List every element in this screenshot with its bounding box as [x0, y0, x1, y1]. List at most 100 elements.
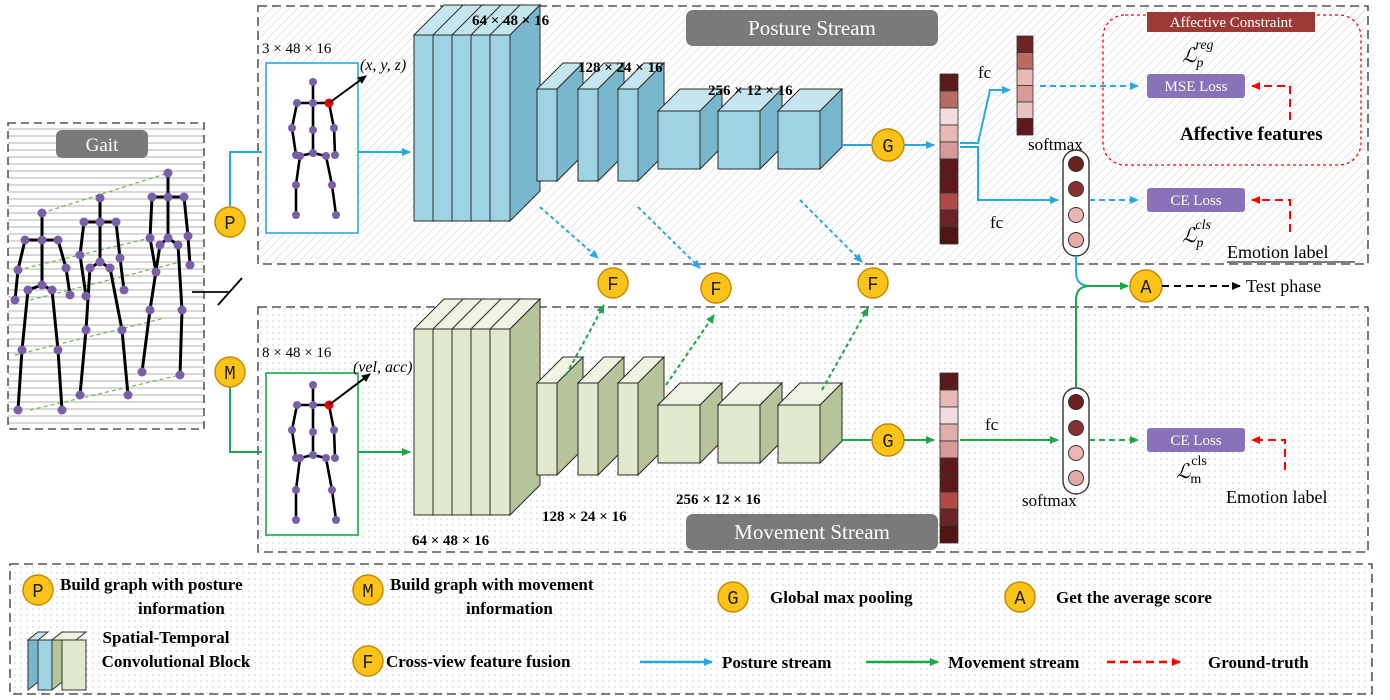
- posture-vector-cell-5: [939, 141, 959, 160]
- legend-block-icon: [26, 630, 88, 692]
- movement-vector-cell-7: [939, 474, 959, 493]
- posture-regression-vector: [1016, 35, 1034, 136]
- posture-block-dims-256: 256 × 12 × 16: [708, 83, 793, 99]
- posture-fc-top-label: fc: [978, 63, 992, 82]
- posture-fc-bottom-arrow: [960, 146, 1059, 204]
- legend-g-desc: Global max pooling: [770, 588, 913, 607]
- affective-constraint-box: [1102, 14, 1362, 166]
- movement-fc-label: fc: [985, 415, 999, 434]
- posture-ce-loss-box: [1147, 188, 1245, 212]
- legend-p-line2: information: [138, 599, 225, 618]
- posture-stream-title-pill: [686, 10, 938, 46]
- legend-m-line2: information: [466, 599, 553, 618]
- fusion-circle-2-label: F: [710, 279, 721, 301]
- legend-block-line1: Spatial-Temporal: [103, 628, 230, 647]
- legend-m-circle-label: M: [362, 581, 373, 603]
- fusion-circle-3-label: F: [867, 274, 878, 296]
- mse-loss-box: [1147, 74, 1245, 98]
- posture-vector-cell-4: [939, 124, 959, 143]
- movement-ce-loss-box: [1147, 428, 1245, 452]
- legend-f-desc: Cross-view feature fusion: [386, 652, 571, 671]
- posture-fc-bottom-label: fc: [990, 213, 1004, 232]
- movement-block-256-cube-2: [716, 381, 784, 465]
- movement-input-dims: 8 × 48 × 16: [262, 345, 332, 361]
- movement-block-64-slab-5: [488, 297, 542, 517]
- posture-vector-cell-2: [939, 90, 959, 109]
- movement-pool-circle-label: G: [882, 431, 893, 453]
- movement-block-256-cube-3: [776, 381, 844, 465]
- reg-loss-symbol: ℒpreg: [1182, 38, 1214, 71]
- movement-vector-cell-10: [939, 525, 959, 544]
- legend-block-line2: Convolutional Block: [102, 652, 251, 671]
- legend-m-circle: [352, 574, 384, 606]
- affective-features-label: Affective features: [1180, 124, 1323, 145]
- posture-block-128-slab-1: [535, 61, 585, 183]
- gait-panel: [7, 122, 205, 430]
- fusion-circle-1-label: F: [607, 274, 618, 296]
- movement-block-128-slab-1: [535, 355, 585, 477]
- movement-branch-line: [229, 372, 262, 453]
- legend-f-circle: [352, 645, 384, 677]
- movement-softmax-label: softmax: [1022, 491, 1077, 510]
- posture-reg-vector-cell-5: [1016, 101, 1034, 119]
- legend-a-circle-label: A: [1014, 588, 1026, 610]
- mse-loss-label: MSE Loss: [1165, 79, 1228, 95]
- posture-vector-cell-7: [939, 175, 959, 194]
- legend-a-desc: Get the average score: [1056, 588, 1212, 607]
- legend-movement-label: Movement stream: [948, 653, 1079, 672]
- legend-gt-label: Ground-truth: [1208, 653, 1309, 672]
- legend-g-circle: [717, 581, 749, 613]
- fusion-arrows: [539, 199, 869, 391]
- posture-vector-cell-3: [939, 107, 959, 126]
- movement-vector-cell-6: [939, 457, 959, 476]
- posture-block-64-slab-5: [488, 3, 542, 223]
- legend-p-circle-label: P: [32, 581, 43, 603]
- movement-vector-cell-4: [939, 423, 959, 442]
- posture-stream-title: Posture Stream: [748, 16, 876, 40]
- posture-branch-line: [229, 151, 262, 222]
- posture-softmax-label: softmax: [1028, 135, 1083, 154]
- average-circle-label: A: [1140, 277, 1152, 299]
- movement-block-stack: [412, 297, 844, 517]
- fusion-circle-1: [597, 267, 629, 299]
- movement-vector-cell-8: [939, 491, 959, 510]
- posture-reg-vector-cell-3: [1016, 68, 1034, 86]
- affective-features-arrow: [1251, 82, 1291, 120]
- movement-vector-cell-9: [939, 508, 959, 527]
- movement-feature-vector: [939, 372, 959, 544]
- gait-title-pill: [56, 130, 148, 158]
- posture-skeleton: [288, 75, 367, 219]
- posture-input-dims: 3 × 48 × 16: [262, 41, 332, 57]
- movement-stream-title-pill: [686, 514, 938, 550]
- legend-panel: [9, 563, 1373, 695]
- movement-block-dims-128: 128 × 24 × 16: [542, 509, 627, 525]
- posture-vector-cell-9: [939, 209, 959, 228]
- movement-emotion-label: Emotion label: [1226, 487, 1327, 507]
- movement-block-dims-64: 64 × 48 × 16: [412, 533, 490, 549]
- fusion-circle-2: [700, 272, 732, 304]
- affective-constraint-title-bg: [1147, 12, 1315, 32]
- posture-block-256-cube-1: [656, 87, 724, 171]
- posture-block-256-cube-3: [776, 87, 844, 171]
- movement-vector-cell-5: [939, 440, 959, 459]
- movement-cls-loss-symbol: ℒmcls: [1176, 454, 1207, 487]
- movement-vector-cell-1: [939, 372, 959, 391]
- legend-p-line1: Build graph with posture: [60, 575, 243, 594]
- movement-graph-circle-label: M: [224, 363, 235, 385]
- posture-fc-top-arrow: [960, 86, 1011, 144]
- affective-constraint-title: Affective Constraint: [1170, 15, 1293, 31]
- posture-vector-cell-1: [939, 73, 959, 92]
- posture-reg-vector-cell-6: [1016, 118, 1034, 136]
- posture-feature-vector: [939, 73, 959, 245]
- posture-cls-loss-symbol: ℒpcls: [1182, 218, 1212, 251]
- posture-block-stack: [412, 3, 844, 223]
- legend-a-circle: [1004, 581, 1036, 613]
- posture-block-256-cube-2: [716, 87, 784, 171]
- posture-vector-cell-8: [939, 192, 959, 211]
- posture-vector-cell-10: [939, 226, 959, 245]
- posture-reg-vector-cell-1: [1016, 35, 1034, 53]
- posture-vector-cell-6: [939, 158, 959, 177]
- movement-graph-circle: [214, 356, 246, 388]
- movement-vector-cell-3: [939, 406, 959, 425]
